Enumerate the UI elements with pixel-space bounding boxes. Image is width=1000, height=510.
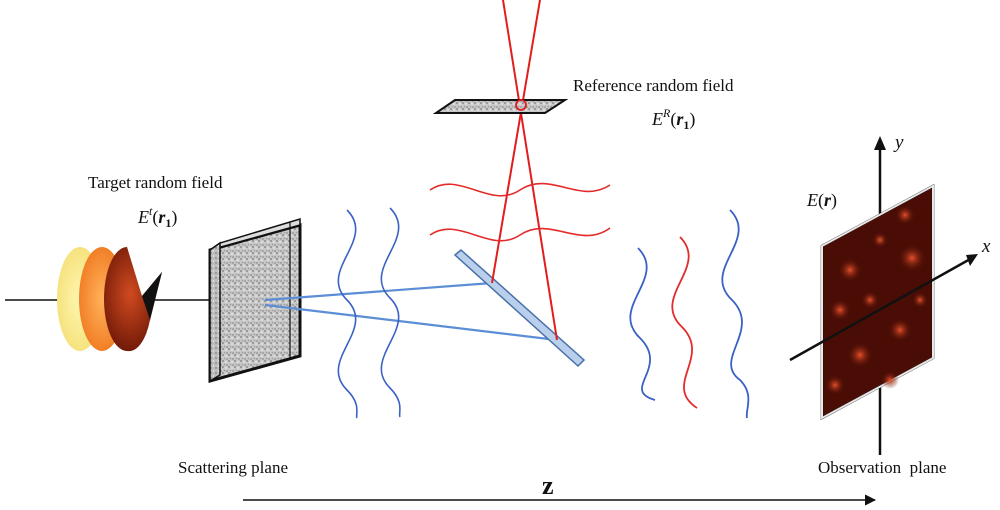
observation-speckles (825, 205, 928, 395)
scattered-wave-2 (380, 207, 401, 418)
z-axis-label: z (542, 471, 554, 500)
red-beams (491, 0, 558, 341)
reference-waves (429, 182, 611, 242)
scattering-plane-label: Scattering plane (178, 458, 288, 477)
reference-focus-point (515, 99, 527, 111)
scattering-plane (208, 217, 302, 383)
blue-beams (264, 281, 558, 342)
beam-splitter-plate (453, 249, 586, 368)
observation-plane-label: Observation plane (818, 458, 946, 477)
scattering-plane-front (208, 223, 302, 383)
observation-plane (789, 136, 978, 455)
target-disc-cutout (142, 272, 162, 320)
x-axis-label: x (981, 236, 991, 257)
reference-plate (432, 99, 569, 114)
blue-beam-lower (264, 303, 558, 342)
combined-wave-blue-1 (629, 247, 656, 401)
target-title: Target random field (88, 173, 223, 192)
reference-title: Reference random field (573, 76, 734, 95)
combined-waves (629, 209, 750, 419)
x-axis-line (789, 256, 973, 362)
scattered-waves (337, 207, 401, 419)
target-field-discs (57, 247, 162, 352)
scattered-wave-1 (337, 209, 358, 419)
target-symbol: Et(r1) (137, 204, 177, 230)
scattering-plane-side (209, 241, 221, 383)
combined-wave-red (671, 236, 698, 409)
red-beam-b (502, 0, 558, 341)
reference-wave-upper (429, 182, 611, 197)
target-disc-red (104, 247, 162, 352)
blue-beam-upper (264, 281, 493, 302)
combined-wave-blue-2 (721, 209, 750, 419)
beam-splitter (453, 249, 586, 368)
reference-plate-surface (432, 99, 569, 114)
reference-wave-lower (429, 227, 611, 242)
reference-symbol: ER(r1) (651, 106, 695, 132)
red-beam-a (491, 0, 541, 284)
y-axis-label: y (893, 132, 904, 153)
observation-symbol: E(r) (806, 190, 837, 211)
